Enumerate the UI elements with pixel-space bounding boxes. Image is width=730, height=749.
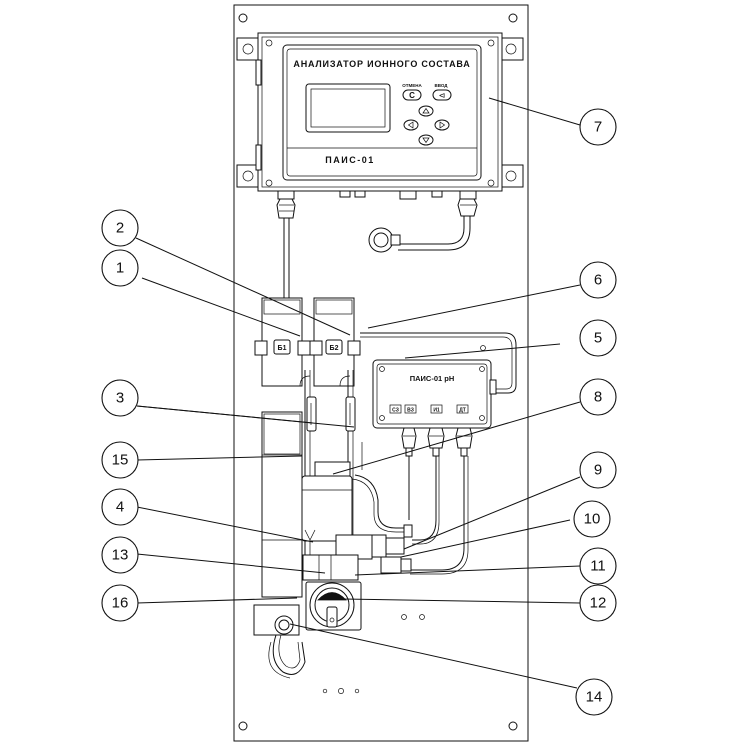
pump <box>305 581 362 631</box>
callout-9: 9 <box>579 451 617 489</box>
callout-12: 12 <box>579 584 617 622</box>
svg-text:1: 1 <box>116 260 124 277</box>
cable-glands <box>276 198 478 298</box>
analyzer-display <box>305 83 391 133</box>
svg-text:С: С <box>409 91 415 100</box>
terminal-dt: ДТ <box>456 404 469 414</box>
analyzer-unit: АНАЛИЗАТОР ИОННОГО СОСТАВА ОТМЕНА ВВОД С… <box>236 32 524 200</box>
callout-11: 11 <box>579 547 617 585</box>
vessel-b2-label: Б2 <box>330 345 339 352</box>
callout-15: 15 <box>101 441 139 479</box>
btn-enter[interactable]: ⊲ <box>432 89 452 101</box>
svg-text:11: 11 <box>590 558 606 575</box>
svg-text:15: 15 <box>112 452 129 469</box>
svg-text:ВЗ: ВЗ <box>407 408 414 414</box>
callout-7: 7 <box>579 108 617 146</box>
svg-text:⊲: ⊲ <box>439 91 446 100</box>
vessel-b1-label: Б1 <box>278 345 287 352</box>
leader-lines <box>135 97 581 689</box>
analyzer-title: АНАЛИЗАТОР ИОННОГО СОСТАВА <box>293 59 470 69</box>
callout-3: 3 <box>101 379 139 417</box>
svg-text:14: 14 <box>586 689 603 706</box>
svg-text:8: 8 <box>594 389 602 406</box>
btn-cancel-label: ОТМЕНА <box>402 83 422 88</box>
panel-mount-holes <box>238 13 518 731</box>
junction-box-title: ПАИС-01 pH <box>410 374 455 383</box>
svg-text:9: 9 <box>594 462 602 479</box>
tube-line <box>360 332 517 394</box>
btn-cancel[interactable]: С <box>402 89 422 101</box>
vessel-b2: Б2 <box>309 297 361 387</box>
arrow-right-button[interactable] <box>434 119 450 131</box>
callout-13: 13 <box>101 536 139 574</box>
callout-10: 10 <box>573 500 611 538</box>
svg-text:2: 2 <box>116 220 124 237</box>
callout-8: 8 <box>579 378 617 416</box>
btn-enter-label: ВВОД <box>434 83 448 88</box>
callout-4: 4 <box>101 488 139 526</box>
callout-2: 2 <box>101 209 139 247</box>
svg-text:СЗ: СЗ <box>392 408 399 414</box>
signal-cables <box>351 456 469 575</box>
vessel-b1: Б1 <box>254 297 311 387</box>
arrow-up-button[interactable] <box>418 105 434 117</box>
junction-box: ПАИС-01 pH СЗ ВЗ И1 ДТ <box>372 359 497 429</box>
terminal-i1: И1 <box>430 404 443 414</box>
terminal-vz: ВЗ <box>404 404 417 414</box>
svg-text:6: 6 <box>594 272 602 289</box>
mounting-panel <box>233 4 529 742</box>
drain-valve <box>253 604 306 679</box>
svg-text:7: 7 <box>594 119 602 136</box>
svg-text:13: 13 <box>112 547 129 564</box>
arrow-down-button[interactable] <box>418 134 434 146</box>
junction-connectors <box>401 427 473 457</box>
callout-16: 16 <box>101 584 139 622</box>
callout-1: 1 <box>101 249 139 287</box>
svg-text:16: 16 <box>112 595 129 612</box>
callout-14: 14 <box>575 678 613 716</box>
flow-cell <box>301 461 373 581</box>
svg-text:10: 10 <box>584 511 601 528</box>
analyzer-model: ПАИС-01 <box>325 155 374 165</box>
svg-text:5: 5 <box>594 330 602 347</box>
svg-text:3: 3 <box>116 390 124 407</box>
svg-text:И1: И1 <box>433 408 440 414</box>
callout-6: 6 <box>579 261 617 299</box>
callout-5: 5 <box>579 319 617 357</box>
arrow-left-button[interactable] <box>403 119 419 131</box>
svg-text:4: 4 <box>116 499 124 516</box>
svg-text:12: 12 <box>590 595 607 612</box>
terminal-sz: СЗ <box>389 404 402 414</box>
column-assembly <box>261 411 303 598</box>
svg-text:ДТ: ДТ <box>459 408 466 414</box>
valve-fittings <box>371 524 413 574</box>
panel-holes-small <box>322 345 486 694</box>
